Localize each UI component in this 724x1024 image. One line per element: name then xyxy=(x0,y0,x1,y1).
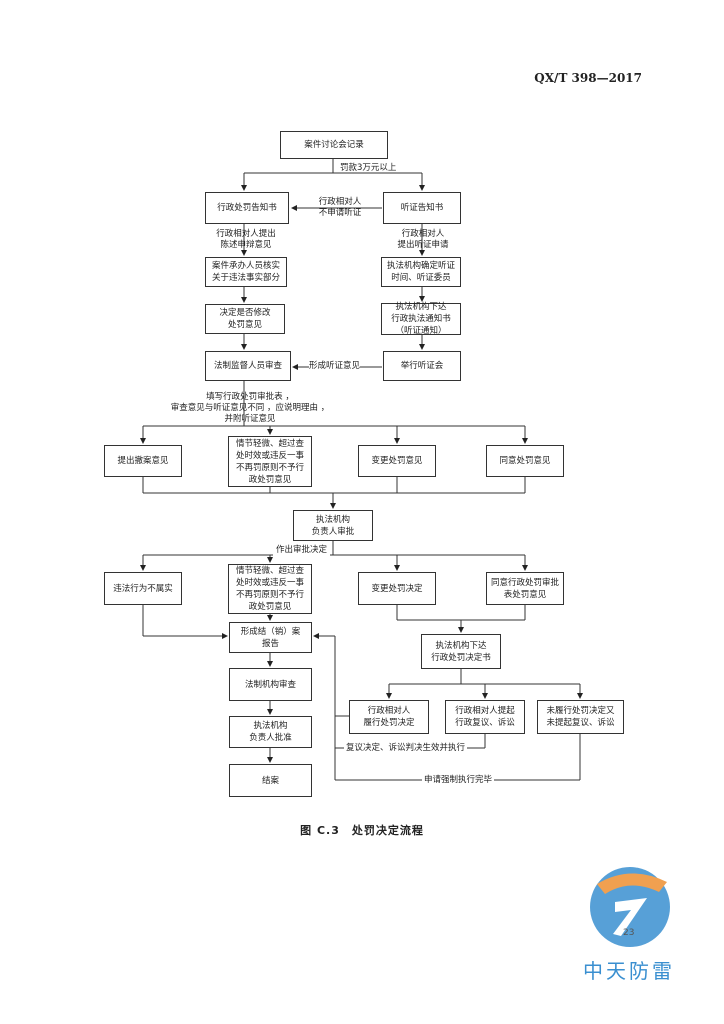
close-report-box: 形成结（销）案 报告 xyxy=(229,622,312,653)
change-decision-box: 变更处罚决定 xyxy=(358,572,436,605)
minor-opinion-box: 情节轻微、超过查 处时效或违反一事 不再罚原则不予行 政处罚意见 xyxy=(228,436,312,487)
issue-decision-box: 执法机构下达 行政处罚决定书 xyxy=(421,634,501,669)
change-opinion-box: 变更处罚意见 xyxy=(358,445,436,477)
enforce-done-label: 申请强制执行完毕 xyxy=(422,775,495,786)
fine-over-label: 罚款3万元以上 xyxy=(340,163,397,173)
head-approve-box: 执法机构 负责人审批 xyxy=(293,510,373,541)
make-decision-label: 作出审批决定 xyxy=(273,545,331,556)
head-approval-box: 执法机构 负责人批准 xyxy=(229,716,312,748)
zhongtian-logo-icon xyxy=(590,867,670,947)
party-comply-box: 行政相对人 履行处罚决定 xyxy=(349,700,429,734)
apply-hearing-label: 行政相对人 提出听证申请 xyxy=(397,229,449,250)
verify-facts-box: 案件承办人员核实 关于违法事实部分 xyxy=(205,257,287,287)
withdraw-opinion-box: 提出撤案意见 xyxy=(104,445,182,477)
not-illegal-box: 违法行为不属实 xyxy=(104,572,182,605)
party-no-comply-box: 未履行处罚决定又 未提起复议、诉讼 xyxy=(537,700,624,734)
minor-decision-box: 情节轻微、超过查 处时效或违反一事 不再罚原则不予行 政处罚意见 xyxy=(228,564,312,614)
fill-form-label: 填写行政处罚审批表 ， 审查意见与听证意见不同 ，应说明理由 ， 并附听证意见 xyxy=(170,392,330,424)
hearing-notice-box: 听证告知书 xyxy=(383,192,461,224)
case-closed-box: 结案 xyxy=(229,764,312,797)
logo-text: 中天防雷 xyxy=(583,959,675,983)
issue-hearing-notice-box: 执法机构下达 行政执法通知书 （听证通知） xyxy=(381,302,461,336)
figure-caption: 图 C.3 处罚决定流程 xyxy=(300,824,424,837)
hold-hearing-box: 举行听证会 xyxy=(383,351,461,381)
legal-review-box: 法制监督人员审查 xyxy=(205,351,291,381)
agree-opinion-box: 同意处罚意见 xyxy=(486,445,564,477)
review-result-label: 复议决定、诉讼判决生效并执行 xyxy=(344,743,468,754)
meeting-record-box: 案件讨论会记录 xyxy=(280,131,388,159)
no-hearing-label: 行政相对人 不申请听证 xyxy=(318,197,362,218)
raise-defense-label: 行政相对人提出 陈述申辩意见 xyxy=(216,229,276,250)
page-number: 23 xyxy=(623,928,635,938)
penalty-notice-box: 行政处罚告知书 xyxy=(205,192,289,224)
party-appeal-box: 行政相对人提起 行政复议、诉讼 xyxy=(445,700,525,734)
legal-agency-review-box: 法制机构审查 xyxy=(229,668,312,701)
agree-decision-box: 同意行政处罚审批 表处罚意见 xyxy=(486,572,564,605)
hearing-agency-box: 执法机构确定听证 时间、听证委员 xyxy=(381,257,461,287)
standard-number: QX/T 398—2017 xyxy=(534,71,642,85)
form-opinion-label: 形成听证意见 xyxy=(309,361,361,372)
decide-modify-box: 决定是否修改 处罚意见 xyxy=(205,304,285,334)
